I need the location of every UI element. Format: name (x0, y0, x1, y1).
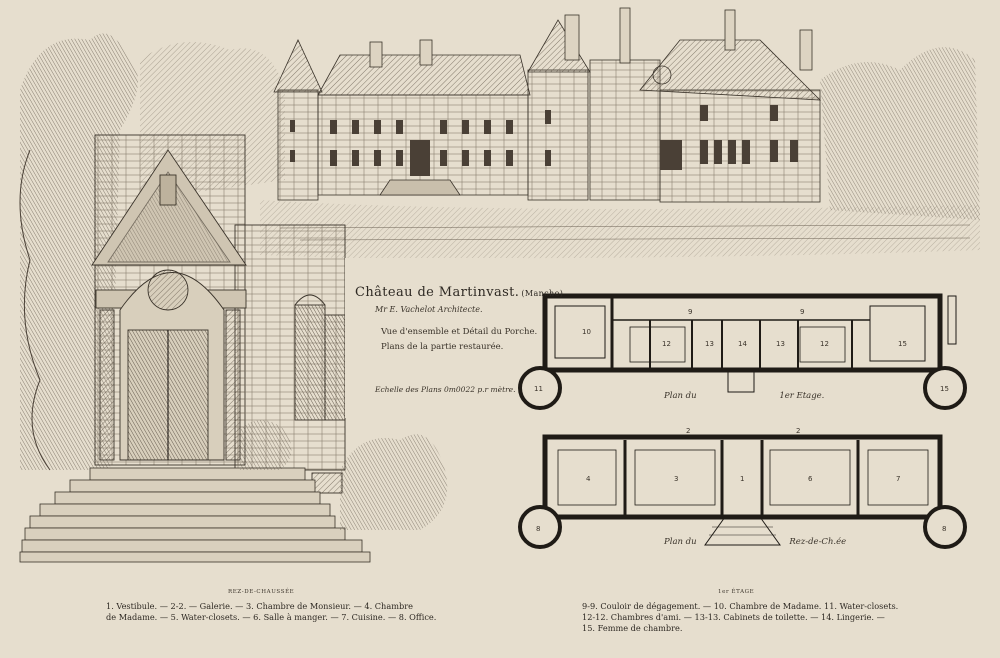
room-number: 12 (820, 340, 829, 348)
upper-floor-plan (518, 293, 967, 410)
description-line-1: Vue d'ensemble et Détail du Porche. (381, 327, 538, 337)
title-cartouche: Château de Martinvast.(Manche) Mr E. Vac… (345, 258, 563, 418)
ground-room-numbers: 4 3 1 6 7 8 8 2 2 (536, 427, 946, 533)
lawn (260, 200, 980, 259)
room-number: 8 (942, 525, 946, 533)
room-number: 15 (940, 385, 949, 393)
title-main: Château de Martinvast. (355, 285, 520, 300)
description-line-2: Plans de la partie restaurée. (381, 342, 504, 352)
shrubs (240, 420, 448, 530)
upper-room-numbers: 10 12 13 14 13 12 15 11 15 9 9 (534, 308, 949, 393)
chateau-elevation (273, 7, 822, 203)
ground-legend: 1. Vestibule. — 2-2. — Galerie. — 3. Cha… (106, 601, 436, 623)
ground-plan-label: Plan du Rez-de-Ch.ée (664, 537, 846, 547)
room-number: 9 (688, 308, 692, 316)
room-number: 7 (896, 475, 900, 483)
room-number: 13 (776, 340, 785, 348)
title-box-bg (345, 258, 523, 418)
room-number: 2 (686, 427, 690, 435)
room-number: 4 (586, 475, 591, 483)
ground-floor-plan (518, 434, 967, 549)
upper-caption-title: 1er ÉTAGE (718, 589, 755, 595)
room-number: 14 (738, 340, 747, 348)
ground-legend-line: 1. Vestibule. — 2-2. — Galerie. — 3. Cha… (106, 601, 413, 611)
ground-legend-line: de Madame. — 5. Water-closets. — 6. Sall… (106, 612, 437, 622)
ground-caption-title: REZ-DE-CHAUSSÉE (228, 589, 295, 595)
architect-name: Mr E. Vachelot Architecte. (375, 305, 483, 314)
room-number: 13 (705, 340, 714, 348)
upper-legend: 9-9. Couloir de dégagement. — 10. Chambr… (582, 601, 898, 634)
room-number: 15 (898, 340, 907, 348)
porch-steps (19, 467, 371, 563)
scale-note: Echelle des Plans 0m0022 p.r mètre. (375, 385, 516, 394)
upper-plan-label: Plan du 1er Etage. (664, 391, 824, 401)
ground-plan-label-prefix: Plan du (664, 537, 697, 547)
room-number: 6 (808, 475, 813, 483)
upper-legend-line: 15. Femme de chambre. (582, 623, 683, 633)
room-number: 1 (740, 475, 744, 483)
upper-plan-label-suffix: 1er Etage. (779, 391, 825, 401)
chateau-title: Château de Martinvast.(Manche) (355, 285, 563, 300)
title-region: (Manche) (521, 289, 564, 298)
upper-legend-line: 12-12. Chambres d'ami. — 13-13. Cabinets… (582, 612, 885, 622)
upper-plan-label-prefix: Plan du (664, 391, 697, 401)
room-number: 3 (674, 475, 678, 483)
porch-detail (91, 134, 346, 494)
room-number: 12 (662, 340, 671, 348)
room-number: 2 (796, 427, 800, 435)
upper-legend-line: 9-9. Couloir de dégagement. — 10. Chambr… (582, 601, 899, 611)
room-number: 8 (536, 525, 540, 533)
room-number: 9 (800, 308, 804, 316)
room-number: 10 (582, 328, 591, 336)
room-number: 11 (534, 385, 543, 393)
ground-plan-label-suffix: Rez-de-Ch.ée (789, 537, 847, 547)
